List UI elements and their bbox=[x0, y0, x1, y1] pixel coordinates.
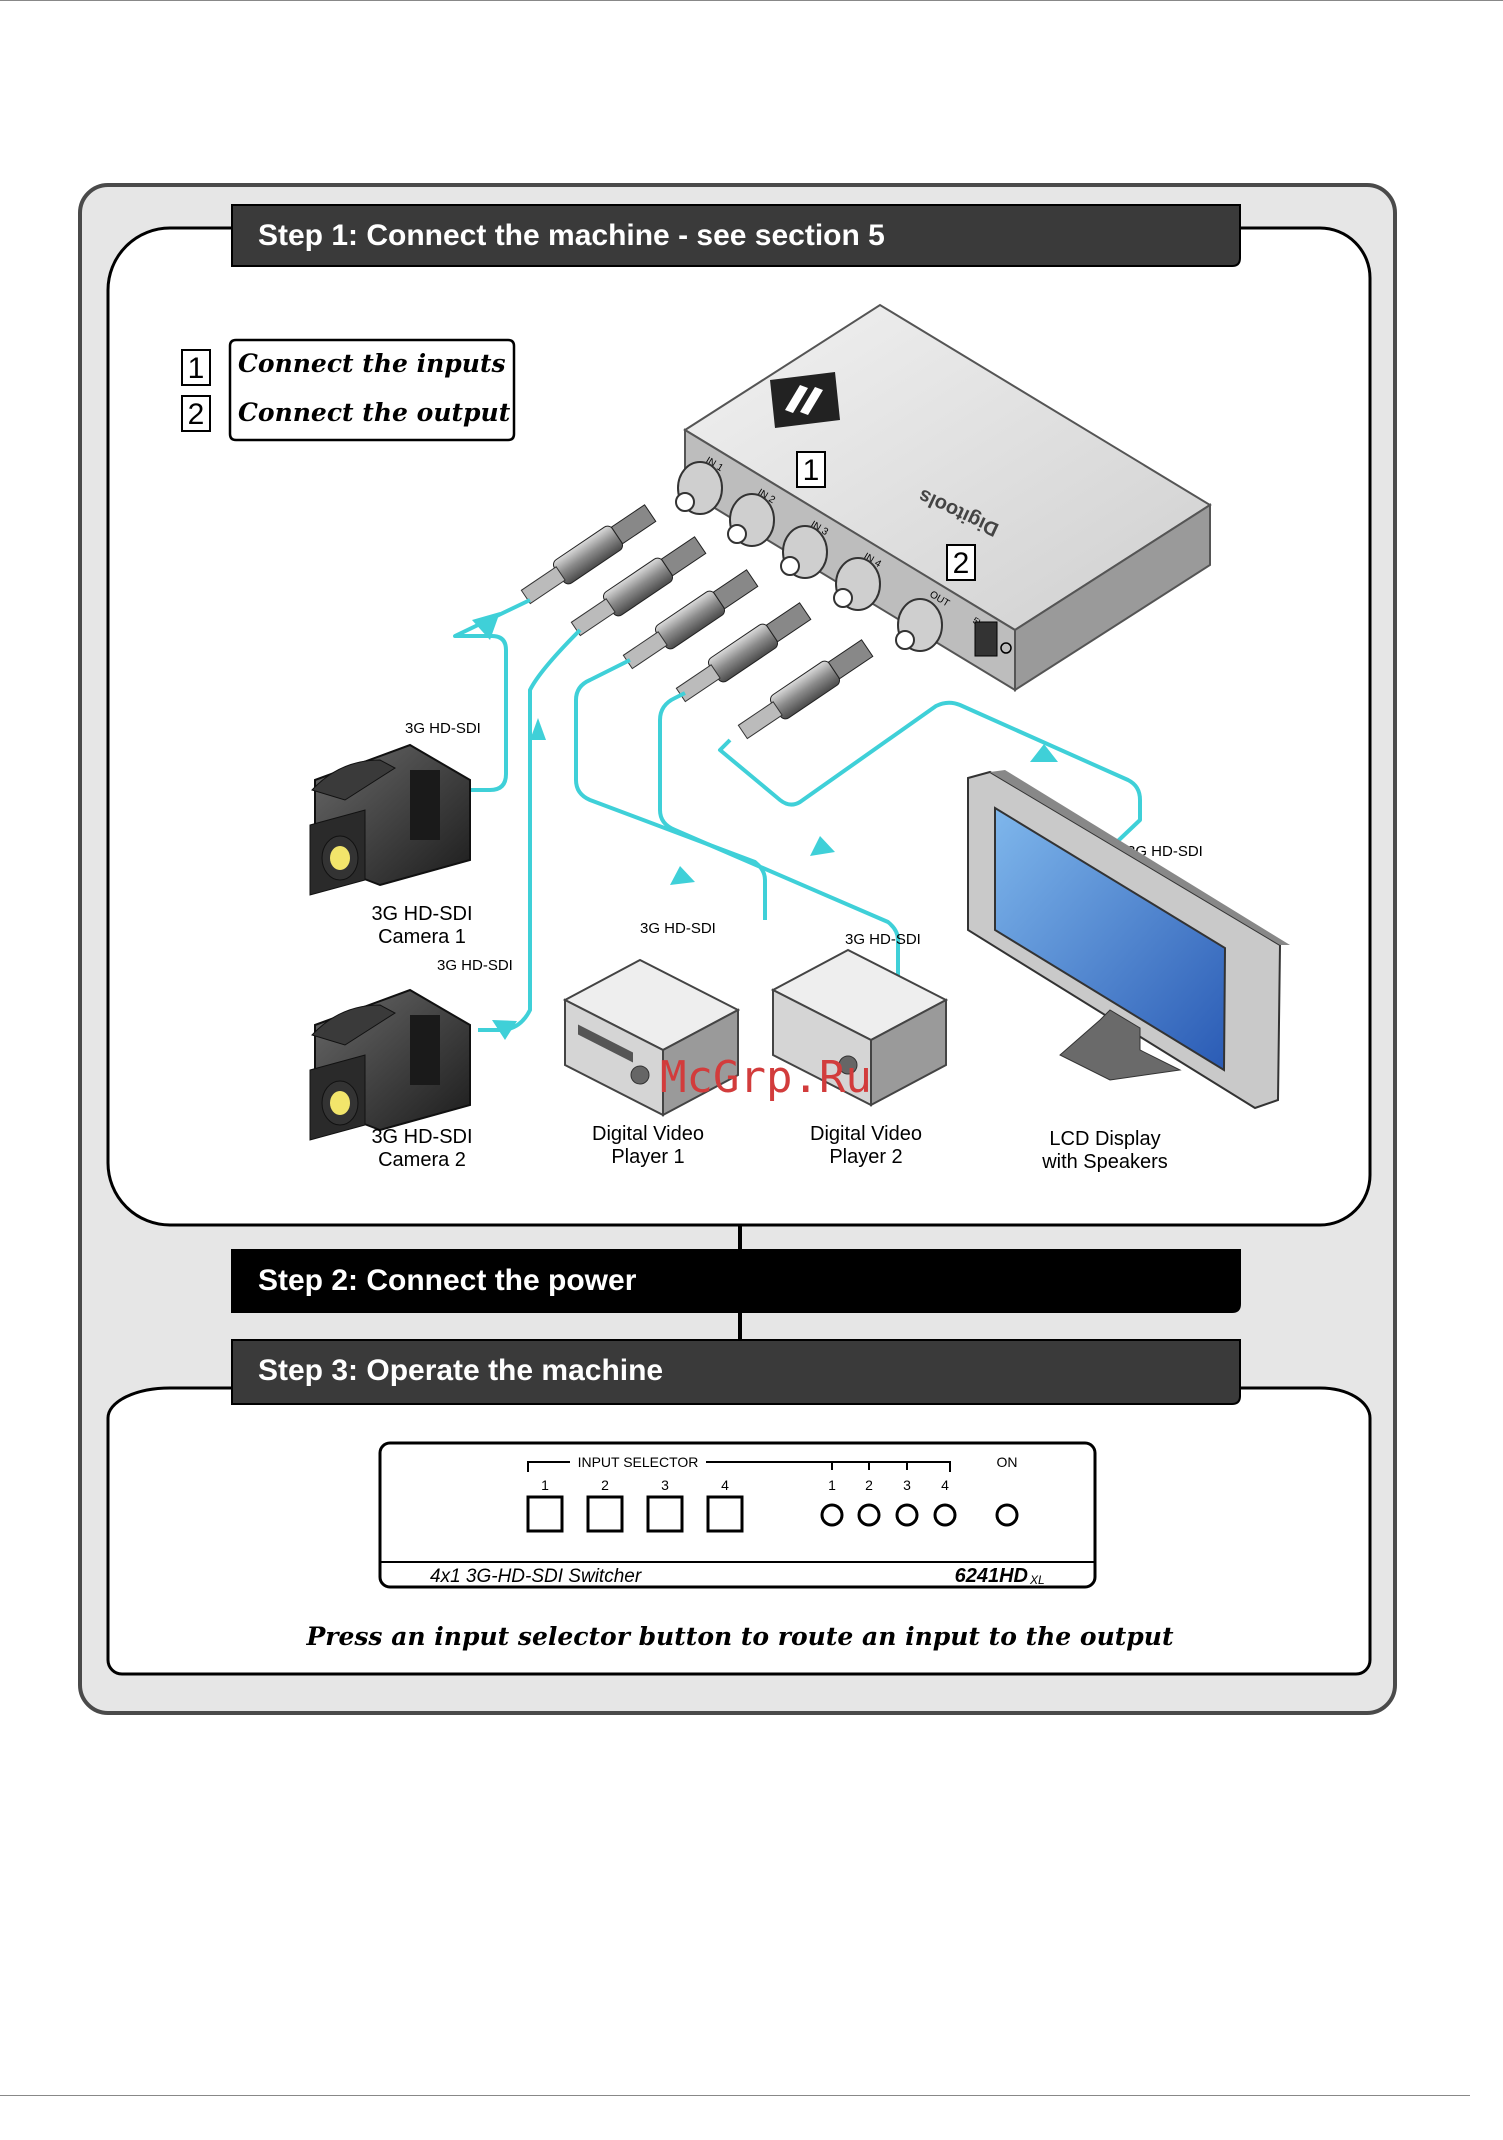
cable-player1 bbox=[574, 658, 767, 920]
led-1 bbox=[820, 1503, 844, 1527]
step2-title: Step 2: Connect the power bbox=[258, 1264, 637, 1297]
cable-camera1 bbox=[453, 598, 531, 792]
bottom-rule bbox=[0, 2095, 1470, 2096]
player1-label-line1: Digital Video bbox=[592, 1123, 704, 1145]
button-label-3: 3 bbox=[661, 1477, 669, 1493]
led-label-4: 4 bbox=[941, 1477, 949, 1493]
device-callout-2: 2 bbox=[953, 547, 970, 580]
led-on bbox=[995, 1503, 1019, 1527]
port-in1 bbox=[675, 461, 723, 515]
display-label-line1: LCD Display bbox=[1049, 1128, 1160, 1150]
kramer-logo bbox=[770, 372, 840, 428]
watermark: McGrp.Ru bbox=[660, 1052, 872, 1103]
legend: 1 2 Connect the inputs Connect the outpu… bbox=[181, 338, 516, 442]
on-label: ON bbox=[997, 1454, 1018, 1470]
bnc-connectors bbox=[520, 504, 874, 740]
button-label-2: 2 bbox=[601, 1477, 609, 1493]
led-2 bbox=[857, 1503, 881, 1527]
front-panel: INPUT SELECTOR 1 2 3 4 1 2 3 4 ON 4x1 3G… bbox=[378, 1441, 1097, 1589]
player1-label-line2: Player 1 bbox=[611, 1146, 684, 1168]
player2-label-line1: Digital Video bbox=[810, 1123, 922, 1145]
led-label-2: 2 bbox=[865, 1477, 873, 1493]
signal-arrows bbox=[472, 612, 1058, 1040]
input-selector-label: INPUT SELECTOR bbox=[578, 1454, 699, 1470]
step3-title: Step 3: Operate the machine bbox=[258, 1354, 663, 1387]
step3-bar: Step 3: Operate the machine bbox=[231, 1339, 1241, 1405]
port-power bbox=[974, 621, 1012, 657]
legend-text-2: Connect the output bbox=[238, 398, 511, 427]
step1-bar: Step 1: Connect the machine - see sectio… bbox=[231, 204, 1241, 267]
selector-button-2[interactable] bbox=[586, 1495, 624, 1533]
camera2-label-line2: Camera 2 bbox=[378, 1149, 466, 1171]
model-description: 4x1 3G-HD-SDI Switcher bbox=[430, 1566, 642, 1587]
signal-label-display: 3G HD-SDI bbox=[1127, 843, 1203, 860]
operate-instruction: Press an input selector button to route … bbox=[305, 1622, 1173, 1651]
cable-player2 bbox=[658, 691, 900, 992]
selector-button-3[interactable] bbox=[646, 1495, 684, 1533]
legend-num-1: 1 bbox=[188, 352, 205, 385]
player2-icon bbox=[770, 948, 949, 1107]
device-callout-1: 1 bbox=[803, 454, 820, 487]
led-label-1: 1 bbox=[828, 1477, 836, 1493]
selector-button-1[interactable] bbox=[526, 1495, 564, 1533]
port-in2 bbox=[727, 493, 775, 547]
switcher-device: Digitools 1 2 IN 1 IN 2 IN 3 IN 4 OUT 5V… bbox=[675, 303, 1212, 692]
port-in4 bbox=[833, 557, 881, 611]
top-rule bbox=[0, 0, 1503, 1]
button-label-4: 4 bbox=[721, 1477, 729, 1493]
signal-label-cam1: 3G HD-SDI bbox=[405, 720, 481, 737]
port-in3 bbox=[780, 525, 828, 579]
cable-display bbox=[718, 700, 1142, 860]
led-3 bbox=[895, 1503, 919, 1527]
signal-label-player2: 3G HD-SDI bbox=[845, 931, 921, 948]
signal-label-player1: 3G HD-SDI bbox=[640, 920, 716, 937]
player2-label-line2: Player 2 bbox=[829, 1146, 902, 1168]
model-number: 6241HD bbox=[955, 1565, 1028, 1587]
camera2-label-line1: 3G HD-SDI bbox=[371, 1126, 472, 1148]
display-label-line2: with Speakers bbox=[1041, 1151, 1168, 1173]
port-out bbox=[895, 598, 943, 652]
button-label-1: 1 bbox=[541, 1477, 549, 1493]
camera1-icon bbox=[309, 743, 471, 896]
step1-title: Step 1: Connect the machine - see sectio… bbox=[258, 219, 885, 252]
model-suffix: XL bbox=[1029, 1573, 1045, 1587]
camera2-icon bbox=[309, 988, 471, 1141]
step2-bar: Step 2: Connect the power bbox=[231, 1249, 1241, 1313]
camera1-label-line1: 3G HD-SDI bbox=[371, 903, 472, 925]
legend-num-2: 2 bbox=[188, 398, 205, 431]
camera1-label-line2: Camera 1 bbox=[378, 926, 466, 948]
signal-label-cam2: 3G HD-SDI bbox=[437, 957, 513, 974]
legend-text-1: Connect the inputs bbox=[238, 349, 506, 378]
player1-icon bbox=[562, 958, 741, 1117]
lcd-display-icon bbox=[967, 770, 1290, 1110]
led-label-3: 3 bbox=[903, 1477, 911, 1493]
selector-button-4[interactable] bbox=[706, 1495, 744, 1533]
led-4 bbox=[933, 1503, 957, 1527]
